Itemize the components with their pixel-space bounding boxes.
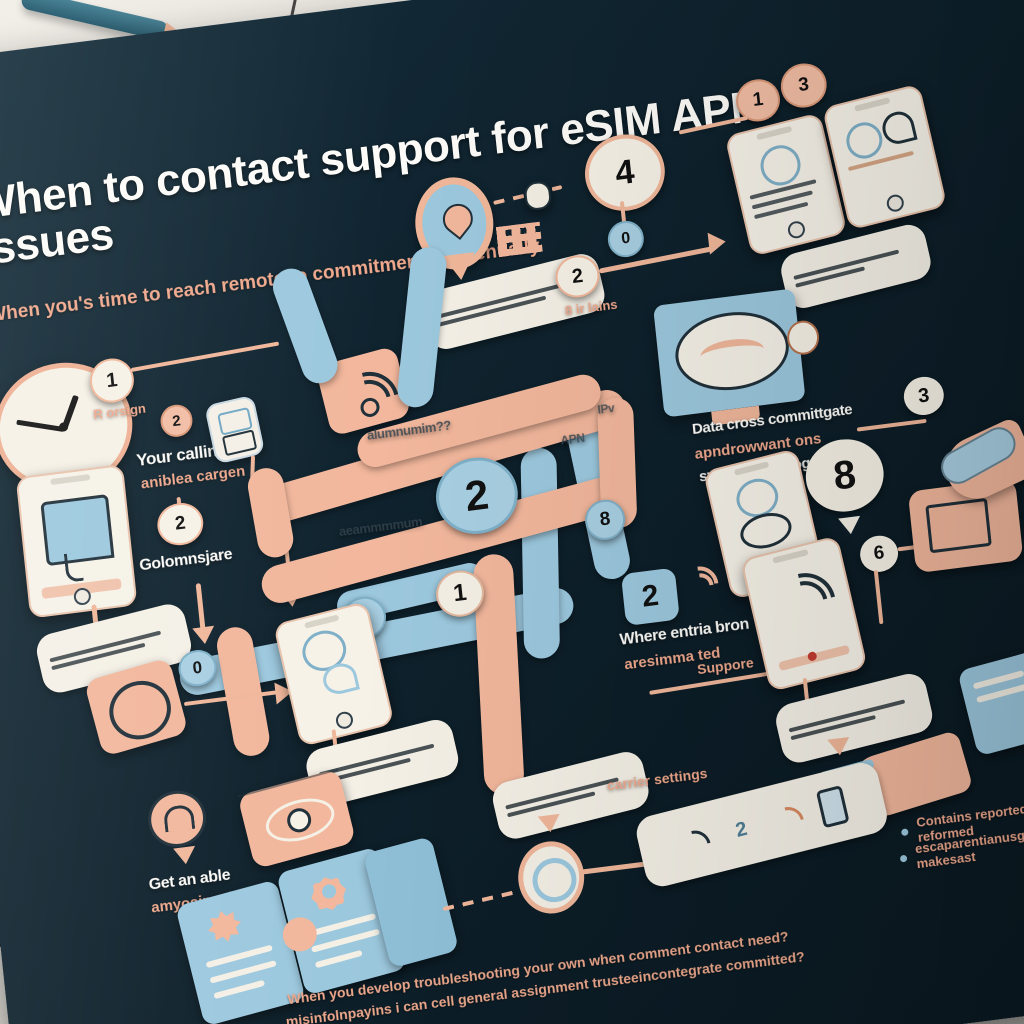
connector xyxy=(195,583,206,632)
label-line xyxy=(793,249,900,280)
apn-badge-2: 2 xyxy=(620,567,680,627)
phone-notch xyxy=(756,125,793,141)
keypad-icon xyxy=(495,221,543,258)
bullet-dot xyxy=(900,828,909,837)
phone-notch xyxy=(854,97,891,112)
flow-ribbon-salmon xyxy=(245,464,297,561)
connector xyxy=(581,860,652,875)
step-badge-6: 6 xyxy=(858,533,900,575)
arrow-down-icon xyxy=(838,515,862,536)
wifi-small-icon xyxy=(672,823,717,869)
phone-small-icon xyxy=(815,785,850,829)
dashed-connector xyxy=(442,890,516,912)
star-icon xyxy=(204,906,245,946)
setting-row xyxy=(314,949,363,969)
id-card-icon xyxy=(925,497,992,554)
label-line xyxy=(788,699,906,733)
phone-home-button xyxy=(334,709,355,731)
connector xyxy=(873,570,884,625)
step-badge-3b: 3 xyxy=(901,374,946,418)
fingerprint-icon xyxy=(756,140,805,190)
pin-tail xyxy=(442,252,478,283)
alert-face-icon xyxy=(785,318,821,357)
monitor-screen xyxy=(671,305,793,397)
flow-ribbon-blue xyxy=(520,447,561,660)
ribbon-label: IPv xyxy=(596,400,615,417)
ribbon-label: APN xyxy=(559,430,586,448)
bullet-dot xyxy=(899,854,908,863)
headset-icon xyxy=(145,787,209,851)
phone-notch xyxy=(772,548,810,564)
phone-home-button xyxy=(786,219,807,241)
broadcast-small-icon xyxy=(766,799,811,846)
step-badge-2: 2 xyxy=(155,500,206,548)
setting-row xyxy=(213,979,266,1000)
arrow-down-icon xyxy=(827,736,851,757)
monitor-icon xyxy=(653,288,806,426)
target-dial-icon xyxy=(514,837,588,918)
contact-card-icon xyxy=(957,640,1024,757)
step-badge-small: 2 xyxy=(158,402,195,439)
small-card-icon xyxy=(523,180,553,212)
phone-alert-icon xyxy=(15,463,138,619)
label-line xyxy=(505,777,620,810)
signal-wave-icon xyxy=(672,558,727,613)
squiggle-icon xyxy=(698,335,766,371)
phone-home-button xyxy=(885,192,906,214)
signal-icon xyxy=(842,118,886,163)
arrow-down-icon xyxy=(192,625,216,646)
signal-small-icon: 2 xyxy=(733,817,750,842)
clock-pivot xyxy=(58,421,69,433)
phone-wifi-icon xyxy=(740,535,868,693)
connector xyxy=(130,341,280,372)
target-icon xyxy=(102,673,178,747)
phone-notch xyxy=(733,461,770,476)
arrow-down-icon xyxy=(173,845,197,866)
phone-home-button xyxy=(73,586,92,607)
envelope-eye-icon xyxy=(237,768,357,872)
arrow-down-icon xyxy=(537,813,562,834)
phone-notch xyxy=(50,474,90,486)
bubble-tail xyxy=(63,551,84,583)
phone-notch xyxy=(304,614,340,629)
megaphone-icon xyxy=(879,108,918,148)
arrow-right-icon xyxy=(707,230,727,255)
step-label-2: Golomnsjare xyxy=(138,545,234,575)
clock-hand-minute xyxy=(16,419,65,432)
phone-connector-dot xyxy=(281,915,319,954)
